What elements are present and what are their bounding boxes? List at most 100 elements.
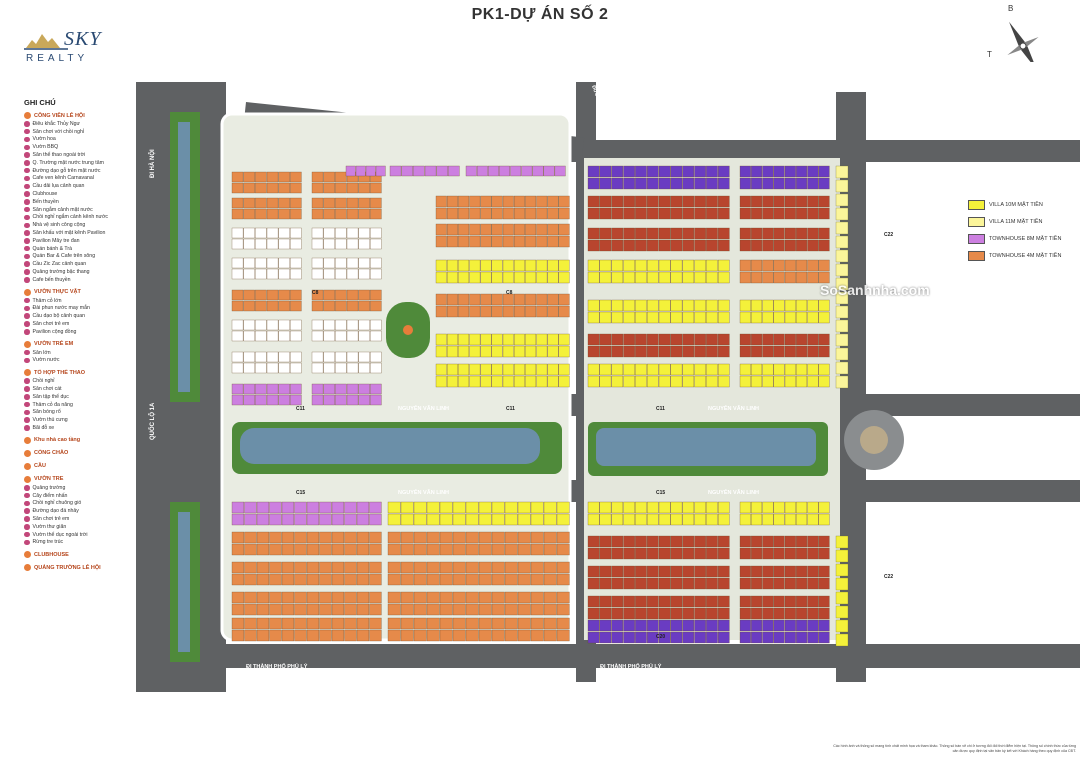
lot-cell: [319, 513, 332, 526]
lot-cell: [346, 362, 359, 374]
lot-cell: [536, 207, 548, 220]
lot-cell: [243, 319, 255, 331]
lot-cell: [478, 513, 492, 526]
legend-number-icon: [24, 462, 31, 470]
lot-cell: [647, 513, 659, 526]
lot-cell: [718, 165, 730, 178]
lot-cell: [281, 573, 295, 586]
lot-cell: [435, 195, 447, 208]
lot-cell: [599, 513, 612, 526]
lot-cell: [266, 268, 279, 280]
lot-cell: [773, 607, 785, 620]
legend-item-marker-icon: [24, 152, 30, 158]
lot-cell: [269, 603, 282, 616]
lot-cell: [694, 375, 706, 388]
lot-cell: [458, 305, 470, 318]
lot-cell: [554, 165, 566, 177]
road-label: ĐI HÀ NỘI: [148, 149, 156, 178]
legend-item-label: Sân tập thể dục: [32, 393, 69, 400]
legend-item: Pavilion cộng đồng: [24, 328, 144, 336]
lot-cell: [439, 531, 453, 544]
legend-item: Cafe ven kênh Carnavanal: [24, 175, 144, 183]
lot-cell: [706, 299, 718, 312]
lot-cell: [718, 577, 730, 590]
lot-cell: [243, 383, 255, 395]
legend-item-label: Sân ngắm cảnh mặt nước: [32, 206, 93, 213]
lot-cell: [356, 591, 370, 604]
lot-cell: [369, 629, 382, 642]
lot-cell: [266, 362, 279, 374]
lot-cell: [331, 513, 345, 526]
lot-cell: [762, 195, 774, 208]
lot-cell: [243, 182, 255, 194]
lot-cell: [514, 375, 525, 388]
lot-cell: [525, 271, 537, 284]
lot-cell: [478, 629, 492, 642]
lot-cell: [682, 333, 695, 346]
lot-cell: [306, 603, 320, 616]
legend-item-label: Sân chơi cát: [32, 386, 62, 392]
lot-cell: [319, 543, 332, 556]
lot-cell: [335, 394, 347, 406]
lot-cell: [255, 330, 267, 342]
lot-cell: [835, 605, 849, 619]
lot-cell: [504, 617, 518, 630]
lot-cell: [319, 531, 332, 544]
lake: [240, 428, 540, 464]
lot-cell: [558, 363, 570, 376]
lot-cell: [244, 501, 257, 514]
lot-cell: [358, 238, 370, 250]
lot-cell: [694, 547, 706, 560]
lot-cell: [504, 573, 518, 586]
legend-item-marker-icon: [24, 401, 30, 408]
lot-cell: [465, 617, 479, 630]
lot-cell: [706, 271, 718, 284]
legend-section-label: CLUBHOUSE: [34, 551, 69, 558]
lot-cell: [635, 207, 647, 220]
lot-cell: [358, 330, 370, 342]
lot-cell: [599, 631, 612, 644]
lot-cell: [694, 363, 706, 376]
lot-cell: [587, 501, 600, 514]
lot-cell: [344, 501, 357, 514]
legend-section-label: VƯỜN TRE: [34, 476, 64, 483]
lot-cell: [807, 299, 819, 312]
lot-cell: [499, 165, 510, 177]
legend-item-marker-icon: [24, 386, 30, 392]
lot-cell: [784, 501, 796, 514]
lot-cell: [751, 595, 763, 608]
lot-cell: [255, 394, 267, 406]
lot-cell: [818, 501, 830, 514]
legend-item-label: Thảm cỏ lớn: [32, 297, 62, 304]
lot-cell: [465, 561, 479, 574]
lot-cell: [306, 513, 320, 526]
lot-cell: [530, 603, 544, 616]
lot-cell: [762, 177, 774, 190]
legend-item-label: Sân thể thao ngoài trời: [32, 152, 86, 159]
lot-cell: [587, 619, 600, 632]
lot-cell: [514, 207, 525, 220]
lot-cell: [807, 363, 819, 376]
lot-cell: [447, 375, 458, 388]
lot-cell: [491, 561, 505, 574]
lot-cell: [670, 513, 683, 526]
lot-cell: [547, 207, 559, 220]
lot-cell: [835, 193, 849, 207]
lot-cell: [635, 501, 647, 514]
lot-cell: [323, 394, 335, 406]
lot-cell: [739, 607, 751, 620]
lot-cell: [480, 235, 492, 248]
lot-cell: [294, 629, 307, 642]
lot-cell: [502, 293, 514, 306]
lot-cell: [635, 239, 647, 252]
lot-cell: [751, 547, 763, 560]
lot-cell: [231, 383, 244, 395]
lot-cell: [682, 165, 695, 178]
lot-cell: [635, 607, 647, 620]
lot-cell: [435, 271, 447, 284]
lot-cell: [344, 543, 357, 556]
lot-cell: [796, 227, 808, 240]
legend-item-marker-icon: [24, 144, 30, 151]
lot-cell: [694, 259, 706, 272]
lot-cell: [818, 565, 830, 578]
